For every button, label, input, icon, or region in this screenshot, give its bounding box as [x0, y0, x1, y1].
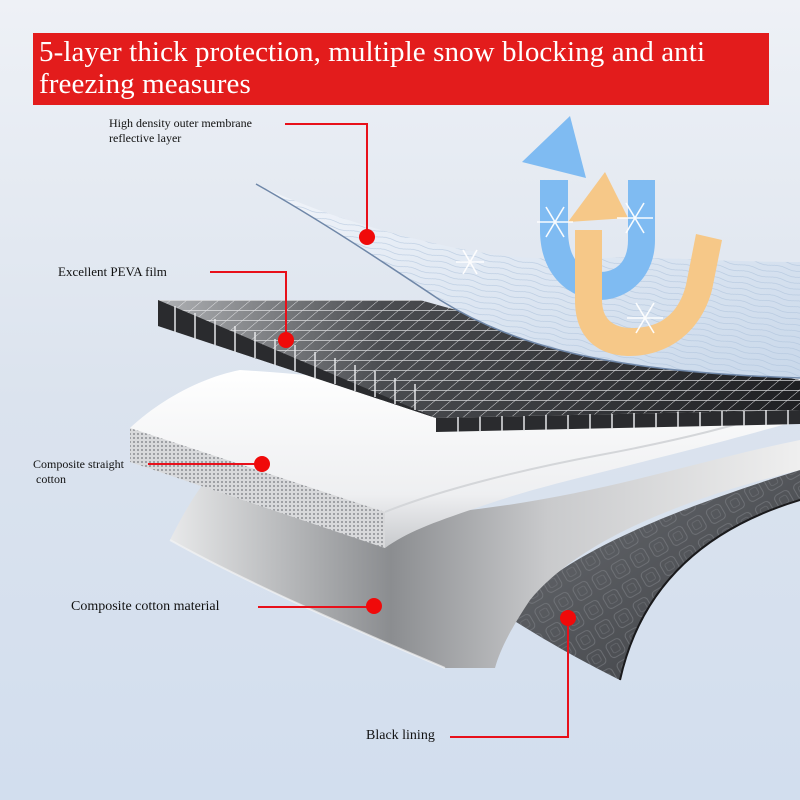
callout-lines — [148, 123, 569, 738]
black-lining-layer — [505, 470, 800, 681]
label-black-lining: Black lining — [366, 728, 435, 743]
orange-up-u-turn-arrow-icon — [568, 172, 722, 356]
headline-line-1: 5-layer thick protection, multiple snow … — [39, 36, 706, 68]
headline-line-2: freezing measures — [39, 68, 251, 100]
label-peva-film: Excellent PEVA film — [58, 264, 167, 279]
peva-film-layer — [158, 300, 800, 432]
blue-up-u-turn-arrow-icon — [522, 116, 655, 300]
headline-banner: 5-layer thick protection, multiple snow … — [33, 33, 769, 105]
snowflake-icon — [456, 202, 663, 334]
label-composite-cotton-material: Composite cotton material — [71, 599, 220, 614]
label-outer-membrane: High density outer membrane reflective l… — [109, 116, 252, 145]
callout-dots — [254, 229, 576, 626]
composite-cotton-material-layer — [169, 440, 800, 669]
label-composite-straight-cotton: Composite straight cotton — [33, 457, 124, 486]
